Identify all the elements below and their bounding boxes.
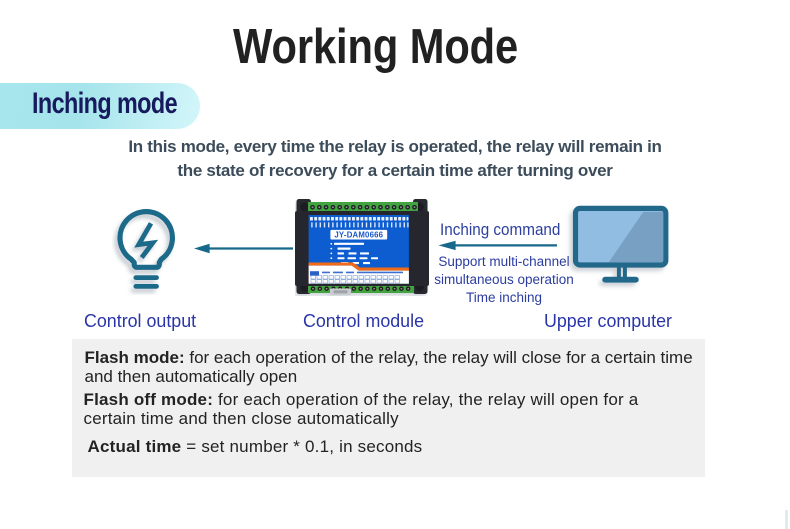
svg-text:JY-DAM0666: JY-DAM0666 <box>334 231 383 240</box>
